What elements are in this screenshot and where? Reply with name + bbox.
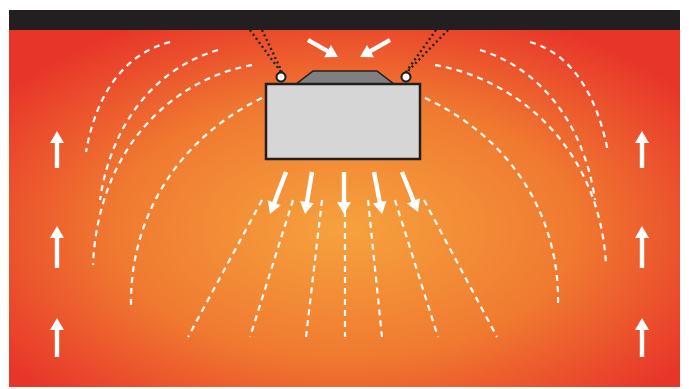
heater-top-cap — [296, 71, 394, 84]
heater-body — [266, 84, 420, 159]
ceiling-bar — [9, 10, 680, 30]
ceiling-radiant-heater-icon — [266, 71, 420, 159]
ring-left-icon — [277, 73, 286, 82]
ring-right-icon — [402, 73, 411, 82]
